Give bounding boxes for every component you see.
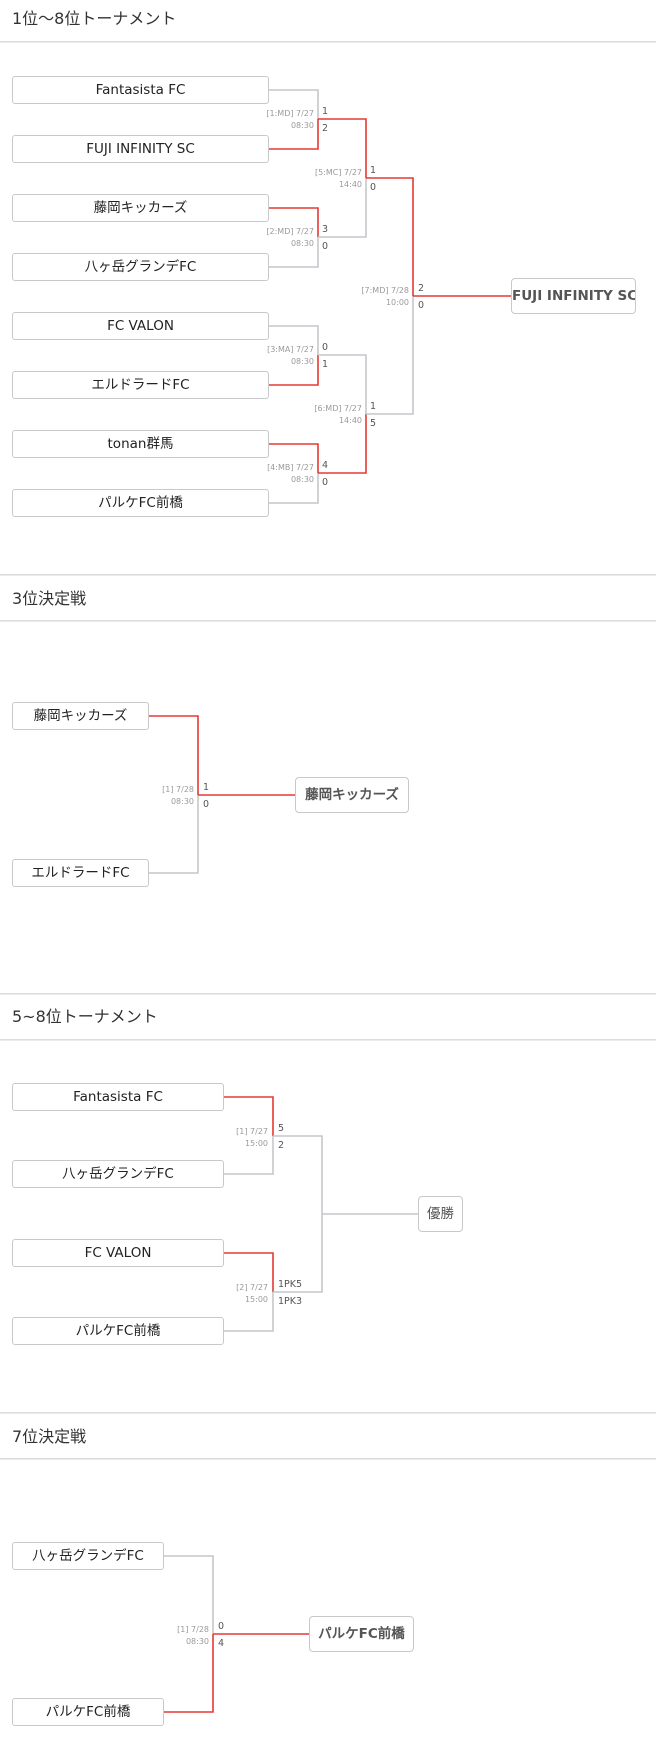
connector-match-7	[366, 177, 511, 415]
match-time: 14:40	[338, 416, 362, 425]
connector-5to8-final	[273, 1135, 418, 1293]
match-time: 10:00	[385, 298, 409, 307]
match-score-top: 2	[418, 283, 425, 294]
team-slot[interactable]: Fantasista FC	[12, 76, 269, 104]
match-code: [4:MB] 7/27	[267, 463, 314, 472]
section-divider	[0, 574, 656, 576]
match-score-bottom: 0	[322, 241, 329, 252]
match-code: [2] 7/27	[236, 1283, 268, 1292]
section-divider	[0, 1412, 656, 1414]
team-slot[interactable]: FC VALON	[12, 1239, 224, 1267]
match-code: [1] 7/28	[177, 1625, 209, 1634]
section-divider	[0, 41, 656, 43]
team-slot[interactable]: エルドラードFC	[12, 371, 269, 399]
match-score-bottom: 0	[370, 182, 377, 193]
match-score-top: 3	[322, 224, 329, 235]
section-divider	[0, 1458, 656, 1460]
match-score-top: 4	[322, 460, 329, 471]
match-score-top: 1	[203, 782, 210, 793]
match-time: 15:00	[244, 1139, 268, 1148]
team-slot[interactable]: 八ヶ岳グランデFC	[12, 1160, 224, 1188]
match-code: [3:MA] 7/27	[267, 345, 314, 354]
match-time: 14:40	[338, 180, 362, 189]
match-code: [2:MD] 7/27	[266, 227, 314, 236]
match-score-top: 1	[322, 106, 329, 117]
match-code: [1:MD] 7/27	[266, 109, 314, 118]
connector-match-2	[269, 207, 319, 268]
match-score-bottom: 1PK3	[278, 1296, 303, 1307]
winner-box[interactable]: パルケFC前橋	[309, 1616, 414, 1652]
winner-box[interactable]: 優勝	[418, 1196, 463, 1232]
match-score-top: 0	[218, 1621, 225, 1632]
match-score-top: 5	[278, 1123, 285, 1134]
connector-match-3	[269, 325, 319, 386]
match-time: 08:30	[290, 475, 314, 484]
section-divider	[0, 1039, 656, 1041]
match-time: 08:30	[290, 121, 314, 130]
team-slot[interactable]: tonan群馬	[12, 430, 269, 458]
match-time: 08:30	[185, 1637, 209, 1646]
connector-5to8-match-2	[224, 1252, 274, 1332]
match-code: [6:MD] 7/27	[314, 404, 362, 413]
connector-third-place	[149, 715, 295, 874]
team-slot[interactable]: 藤岡キッカーズ	[12, 702, 149, 730]
match-score-top: 1	[370, 401, 377, 412]
section-divider	[0, 993, 656, 995]
connector-match-5	[318, 118, 367, 238]
connector-match-4	[269, 443, 319, 504]
section-title-seventh-place: 7位決定戦	[12, 1427, 87, 1446]
match-time: 15:00	[244, 1295, 268, 1304]
team-slot[interactable]: エルドラードFC	[12, 859, 149, 887]
match-score-bottom: 1	[322, 359, 329, 370]
team-slot[interactable]: パルケFC前橋	[12, 489, 269, 517]
team-slot[interactable]: FC VALON	[12, 312, 269, 340]
team-slot[interactable]: 八ヶ岳グランデFC	[12, 253, 269, 281]
match-score-bottom: 0	[203, 799, 210, 810]
connector-5to8-match-1	[224, 1096, 274, 1175]
match-score-bottom: 0	[322, 477, 329, 488]
team-slot[interactable]: FUJI INFINITY SC	[12, 135, 269, 163]
match-score-bottom: 2	[322, 123, 329, 134]
match-score-top: 0	[322, 342, 329, 353]
match-score-top: 1PK5	[278, 1279, 303, 1290]
match-code: [7:MD] 7/28	[361, 286, 409, 295]
team-slot[interactable]: パルケFC前橋	[12, 1317, 224, 1345]
match-time: 08:30	[290, 357, 314, 366]
match-score-bottom: 5	[370, 418, 377, 429]
match-score-bottom: 2	[278, 1140, 285, 1151]
section-title-third-place: 3位決定戦	[12, 589, 87, 608]
section-divider	[0, 620, 656, 622]
match-code: [1] 7/28	[162, 785, 194, 794]
connector-match-1	[269, 89, 319, 150]
connector-match-6	[318, 354, 367, 474]
team-slot[interactable]: 藤岡キッカーズ	[12, 194, 269, 222]
match-time: 08:30	[170, 797, 194, 806]
match-time: 08:30	[290, 239, 314, 248]
section-title-5to8: 5~8位トーナメント	[12, 1007, 158, 1026]
match-code: [1] 7/27	[236, 1127, 268, 1136]
match-score-top: 1	[370, 165, 377, 176]
match-score-bottom: 4	[218, 1638, 225, 1649]
champion-box[interactable]: FUJI INFINITY SC	[511, 278, 636, 314]
match-code: [5:MC] 7/27	[314, 168, 362, 177]
connector-seventh-place	[164, 1555, 309, 1713]
section-title-1to8: 1位〜8位トーナメント	[12, 9, 177, 28]
team-slot[interactable]: パルケFC前橋	[12, 1698, 164, 1726]
team-slot[interactable]: 八ヶ岳グランデFC	[12, 1542, 164, 1570]
match-score-bottom: 0	[418, 300, 425, 311]
team-slot[interactable]: Fantasista FC	[12, 1083, 224, 1111]
winner-box[interactable]: 藤岡キッカーズ	[295, 777, 409, 813]
